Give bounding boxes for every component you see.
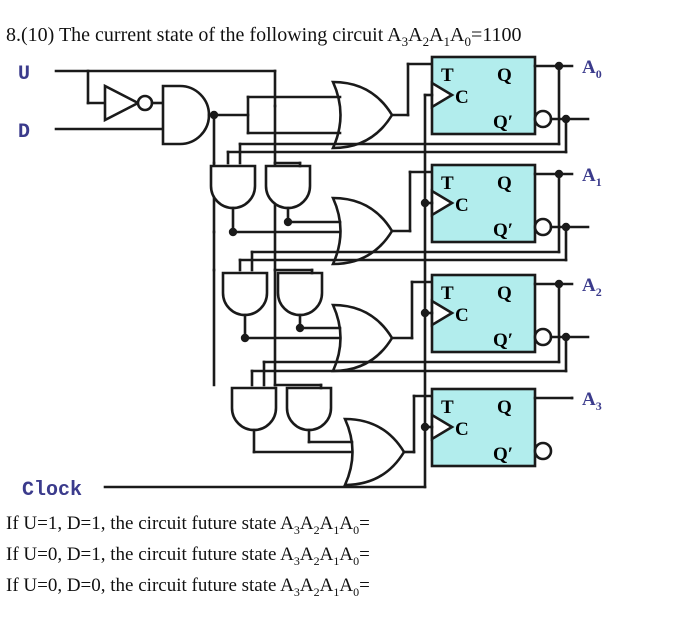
and-gate-ud-body	[161, 84, 211, 146]
or-gate-0-body	[330, 80, 394, 150]
ff2-qn-label: Q′	[493, 330, 513, 351]
q3-eq: =	[359, 575, 370, 596]
title-lead: 8.(10) The current state of the followin…	[6, 24, 402, 46]
q3-s2: 2	[313, 584, 320, 599]
ff3-c-label: C	[455, 419, 469, 440]
q2-s2: 2	[313, 553, 320, 568]
title-a1: A	[429, 24, 444, 46]
q1-s3: 3	[293, 522, 300, 537]
title-a2: A	[408, 24, 423, 46]
title-equals-value: =1100	[470, 24, 522, 46]
q1-a2: A	[299, 513, 314, 534]
output-label-a0: A0	[582, 57, 602, 81]
q1-s2: 2	[313, 522, 320, 537]
wire-layer	[54, 55, 590, 489]
q3-s3: 3	[293, 584, 300, 599]
junction-clock-ff1	[420, 198, 430, 208]
svg-text:A2: A2	[582, 275, 602, 299]
not-gate-body	[103, 83, 141, 123]
input-label-clock: Clock	[22, 479, 82, 502]
and-gate-2b-body	[276, 271, 324, 317]
svg-text:A0: A0	[582, 57, 602, 81]
page-title: 8.(10) The current state of the followin…	[6, 24, 522, 50]
q2-s1: 1	[333, 553, 340, 568]
q1-a0: A	[339, 513, 354, 534]
input-label-u: U	[18, 63, 30, 86]
q2-a1: A	[319, 544, 334, 565]
ff0-c-label: C	[455, 87, 469, 108]
q2-s0: 0	[353, 553, 360, 568]
q2-s3: 3	[293, 553, 300, 568]
and-gate-3a-body	[230, 386, 278, 432]
q3-a1: A	[319, 575, 334, 596]
ff1-c-label: C	[455, 195, 469, 216]
q2-a0: A	[339, 544, 354, 565]
ff3-q-label: Q	[497, 397, 512, 418]
title-sub-2: 2	[422, 34, 430, 49]
flipflop-2-labels: T C Q Q′	[441, 283, 513, 351]
not-gate-bubble	[136, 94, 154, 112]
ff1-t-label: T	[441, 173, 454, 194]
title-sub-3: 3	[401, 34, 409, 49]
and-gate-3b-body	[285, 386, 333, 432]
flipflop-0-labels: T C Q Q′	[441, 65, 513, 133]
svg-text:A3: A3	[582, 389, 602, 413]
ff3-qn-label: Q′	[493, 444, 513, 465]
q1-a1: A	[319, 513, 334, 534]
flipflop-0-qn-bubble	[533, 109, 553, 129]
ff2-q-label: Q	[497, 283, 512, 304]
question-line-3: If U=0, D=0, the circuit future state A3…	[6, 575, 370, 600]
question-line-2: If U=0, D=1, the circuit future state A3…	[6, 544, 370, 569]
q1-eq: =	[359, 513, 370, 534]
and-gate-1b-body	[264, 164, 312, 210]
q1-s0: 0	[353, 522, 360, 537]
q1-s1: 1	[333, 522, 340, 537]
and-gate-1a-body	[209, 164, 257, 210]
output-label-a3: A3	[582, 389, 602, 413]
output-label-a1: A1	[582, 165, 602, 189]
q3-s1: 1	[333, 584, 340, 599]
flipflop-2-qn-bubble	[533, 327, 553, 347]
flipflop-3-qn-bubble	[533, 441, 553, 461]
svg-text:A1: A1	[582, 165, 602, 189]
q2-a2: A	[299, 544, 314, 565]
flipflop-1-labels: T C Q Q′	[441, 173, 513, 241]
input-label-d: D	[18, 121, 30, 144]
ff0-qn-label: Q′	[493, 112, 513, 133]
or-gate-1-body	[330, 196, 394, 266]
q3-lead: If U=0, D=0, the circuit future state A	[6, 575, 294, 596]
junction-clock-ff2	[420, 308, 430, 318]
q2-eq: =	[359, 544, 370, 565]
ff1-qn-label: Q′	[493, 220, 513, 241]
q3-a0: A	[339, 575, 354, 596]
question-line-1: If U=1, D=1, the circuit future state A3…	[6, 513, 370, 538]
ff0-t-label: T	[441, 65, 454, 86]
q2-lead: If U=0, D=1, the circuit future state A	[6, 544, 294, 565]
output-label-a2: A2	[582, 275, 602, 299]
q3-s0: 0	[353, 584, 360, 599]
ff1-q-label: Q	[497, 173, 512, 194]
flipflop-3-labels: T C Q Q′	[441, 397, 513, 465]
title-a0: A	[450, 24, 465, 46]
q3-a2: A	[299, 575, 314, 596]
or-gate-3-body	[342, 417, 406, 487]
and-gate-2a-body	[221, 271, 269, 317]
ff2-c-label: C	[455, 305, 469, 326]
title-sub-0: 0	[464, 34, 471, 49]
title-sub-1: 1	[443, 34, 451, 49]
ff2-t-label: T	[441, 283, 454, 304]
flipflop-1-qn-bubble	[533, 217, 553, 237]
ff0-q-label: Q	[497, 65, 512, 86]
q1-lead: If U=1, D=1, the circuit future state A	[6, 513, 294, 534]
ff3-t-label: T	[441, 397, 454, 418]
junction-clock-ff3	[420, 422, 430, 432]
